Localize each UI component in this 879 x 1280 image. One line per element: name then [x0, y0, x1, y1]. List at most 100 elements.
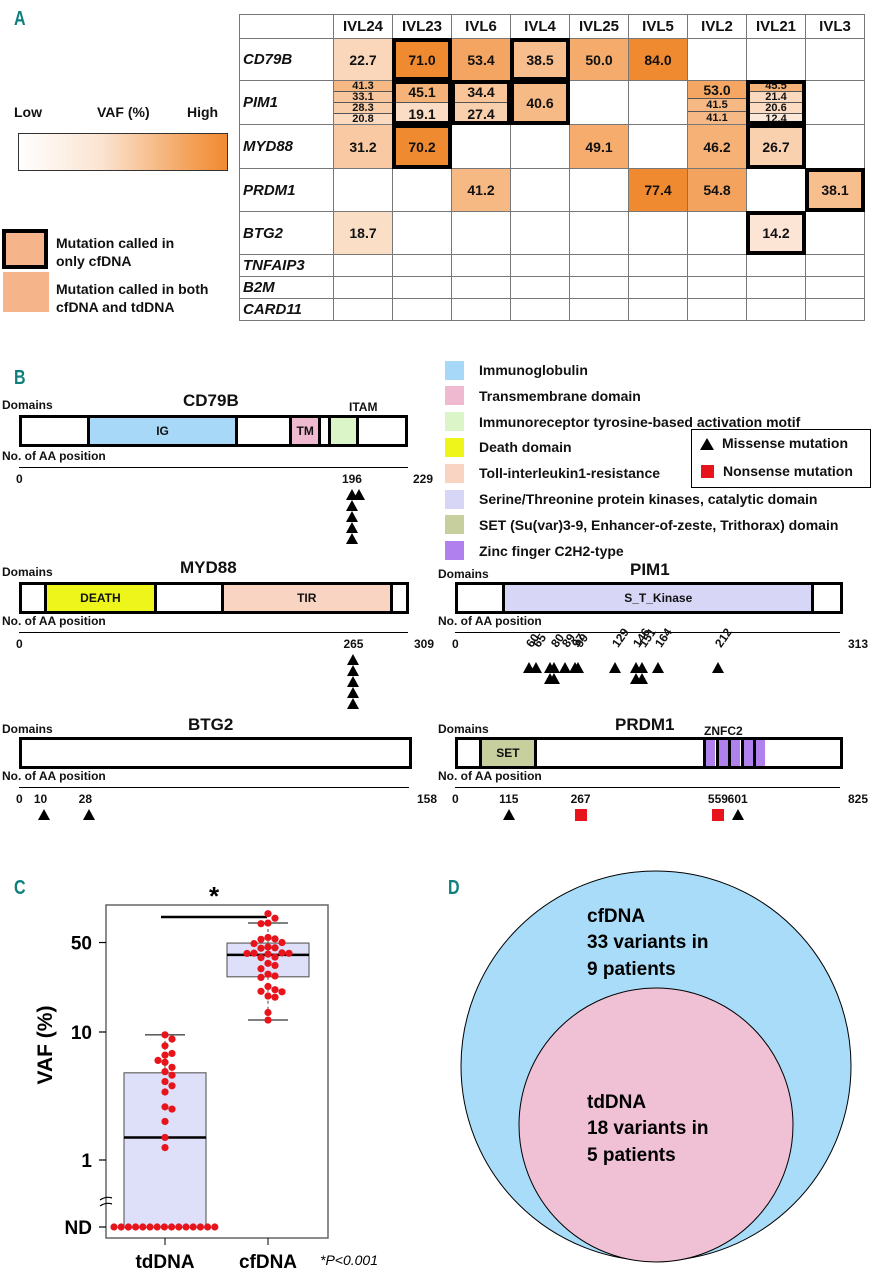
missense-mutation-icon — [529, 662, 542, 673]
aa-position-label: No. of AA position — [438, 614, 542, 628]
domain-legend-item: Immunoglobulin — [445, 360, 588, 380]
zinc-finger-segment — [740, 740, 753, 766]
data-point — [264, 950, 272, 958]
domain-legend-item: Serine/Threonine protein kinases, cataly… — [445, 489, 817, 509]
domain-top-label: ZNFC2 — [704, 724, 743, 738]
vaf-cell — [746, 298, 806, 321]
data-point — [264, 1016, 272, 1024]
missense-mutation-icon — [636, 673, 649, 684]
vaf-cell — [510, 124, 570, 169]
missense-mutation-icon — [82, 809, 95, 820]
data-point-nd — [168, 1223, 176, 1231]
data-point — [161, 1042, 169, 1050]
vaf-cell — [746, 276, 806, 299]
domain-segment: SET — [478, 740, 538, 766]
missense-mutation-icon — [652, 662, 665, 673]
data-point — [168, 1035, 176, 1043]
domain-legend-label: Serine/Threonine protein kinases, cataly… — [479, 491, 818, 507]
vaf-value: 12.4 — [747, 113, 805, 124]
vaf-value: 27.4 — [452, 103, 510, 124]
vaf-cell — [687, 276, 747, 299]
aa-position-label: No. of AA position — [2, 769, 106, 783]
vaf-cell: 14.2 — [746, 211, 806, 255]
vaf-cell — [628, 276, 688, 299]
nonsense-mutation-icon — [574, 809, 587, 821]
vaf-value: 19.1 — [393, 103, 451, 124]
data-point — [271, 935, 279, 943]
missense-mutation-icon — [347, 698, 360, 709]
aa-tick-label-rotated: 212 — [711, 625, 735, 651]
vaf-cell — [451, 298, 511, 321]
missense-mutation-icon — [345, 533, 358, 544]
panel-c-label: C — [14, 877, 26, 899]
vaf-cell — [628, 124, 688, 169]
gene-label: TNFAIP3 — [239, 254, 334, 277]
data-point — [271, 914, 279, 922]
aa-tick-label: 115 — [499, 792, 519, 806]
aa-position-label: No. of AA position — [2, 614, 106, 628]
vaf-cell — [569, 254, 629, 277]
legend-high-label: High — [187, 104, 219, 120]
data-point — [161, 1117, 169, 1126]
vaf-value: 41.2 — [452, 169, 510, 211]
aa-tick-label: 267 — [570, 792, 591, 806]
missense-mutation-icon — [347, 654, 360, 665]
aa-tick-label: 10 — [33, 792, 48, 806]
data-point — [264, 910, 272, 918]
venn-inner-line1: 18 variants in — [587, 1118, 708, 1139]
vaf-cell — [746, 168, 806, 212]
vaf-value: 28.3 — [334, 102, 392, 114]
zinc-finger-segment — [753, 740, 765, 766]
domains-label: Domains — [438, 722, 489, 736]
vaf-value: 53.4 — [452, 39, 510, 80]
data-point — [257, 973, 265, 982]
vaf-value: 71.0 — [393, 39, 451, 80]
nonsense-square-icon — [701, 465, 714, 478]
aa-tick-label: 158 — [417, 792, 438, 806]
vaf-cell: 40.6 — [510, 80, 570, 125]
domain-legend-label: Immunoreceptor tyrosine-based activation… — [479, 413, 801, 430]
venn-outer-title: cfDNA — [587, 906, 645, 927]
column-header-ivl4: IVL4 — [510, 14, 570, 39]
aa-tick-label: 825 — [848, 792, 869, 806]
vaf-value: 31.2 — [334, 125, 392, 168]
vaf-cell — [392, 168, 452, 212]
nonsense-mutation-icon — [711, 809, 724, 821]
vaf-value: 41.3 — [334, 80, 392, 92]
aa-tick-label: 0 — [452, 637, 459, 651]
vaf-value: 77.4 — [629, 169, 687, 211]
domain-legend-item: Zinc finger C2H2-type — [445, 541, 624, 561]
protein-name-cd79b: CD79B — [183, 391, 239, 410]
data-point — [271, 953, 279, 961]
data-point — [257, 987, 265, 995]
zinc-finger-segment — [715, 740, 728, 766]
vaf-cell — [392, 254, 452, 277]
aa-tick-label: 0 — [452, 792, 459, 806]
missense-mutation-icon — [503, 809, 516, 820]
missense-mutation-icon — [345, 500, 358, 511]
missense-mutation-icon — [345, 511, 358, 522]
data-point — [271, 944, 279, 952]
data-point-nd — [132, 1223, 140, 1231]
aa-tick-label-rotated: 164 — [652, 625, 676, 651]
vaf-cell — [569, 298, 629, 321]
vaf-cell — [805, 211, 865, 255]
protein-name-pim1: PIM1 — [630, 560, 670, 579]
vaf-value: 46.2 — [688, 125, 746, 168]
gene-label: CARD11 — [239, 298, 334, 321]
gene-label: BTG2 — [239, 211, 334, 255]
domains-label: Domains — [2, 398, 53, 412]
missense-mutation-icon — [559, 662, 572, 673]
missense-mutation-icon — [711, 662, 724, 673]
vaf-cell: 84.0 — [628, 38, 688, 81]
data-point — [271, 993, 279, 1001]
axis-break-icon — [99, 1196, 113, 1207]
vaf-cell — [451, 124, 511, 169]
table-row-card11: CARD11 — [239, 298, 865, 321]
